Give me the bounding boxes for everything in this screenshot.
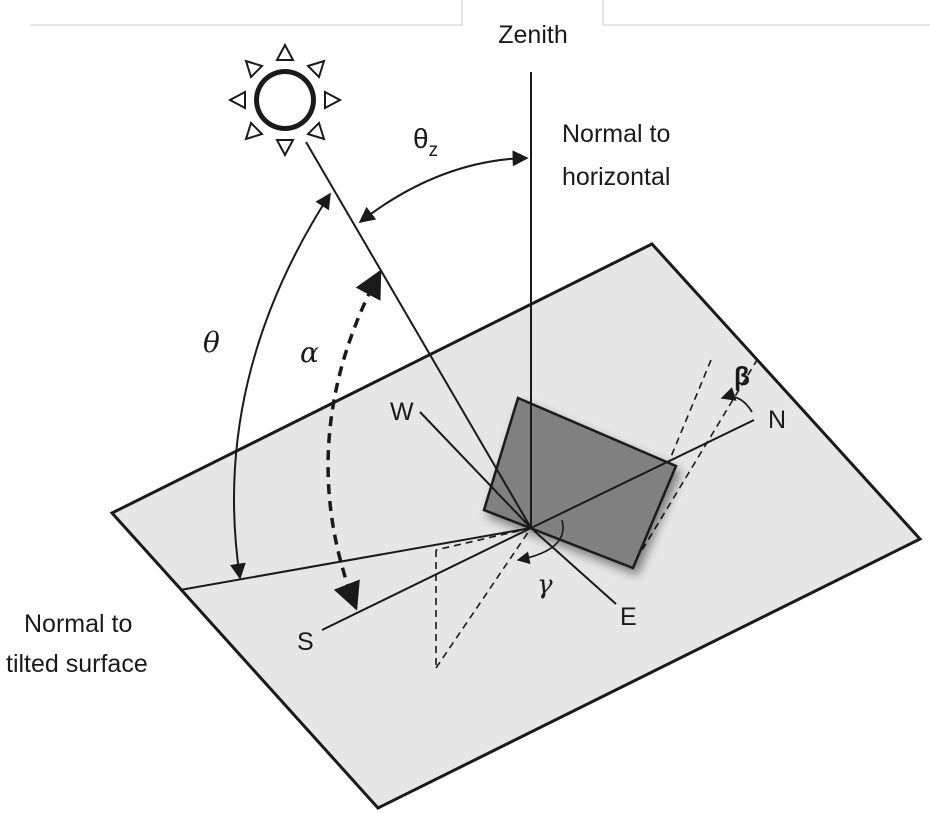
normal-tilted-label-line1: Normal to	[24, 610, 132, 638]
zenith-label: Zenith	[498, 21, 567, 49]
theta-arc	[229, 192, 331, 580]
normal-horizontal-label-line2: horizontal	[562, 163, 670, 191]
sun-ray-line	[305, 141, 532, 529]
beta-arc	[720, 387, 753, 413]
south-line	[321, 527, 532, 631]
gamma-arc	[516, 519, 564, 565]
west-line	[419, 411, 532, 529]
beta-label: β	[734, 361, 750, 391]
compass-lines	[321, 411, 755, 631]
alpha-label: α	[300, 336, 319, 369]
normal-tilted-label-line2: tilted surface	[6, 650, 148, 678]
south-label: S	[297, 628, 314, 656]
theta-z-arc	[358, 150, 529, 223]
horizontal-ground-plane	[109, 242, 923, 810]
west-label: W	[390, 398, 414, 426]
sun-icon	[227, 42, 343, 158]
north-line	[530, 419, 755, 529]
normal-horizontal-label-line1: Normal to	[562, 120, 670, 148]
gamma-label: γ	[537, 570, 553, 600]
alpha-arc	[326, 269, 382, 611]
east-line	[530, 527, 617, 605]
north-label: N	[768, 406, 786, 434]
theta-label: θ	[203, 326, 220, 359]
east-label: E	[620, 603, 637, 631]
theta-z-label: θz	[413, 123, 438, 161]
frame-lines	[30, 0, 930, 26]
